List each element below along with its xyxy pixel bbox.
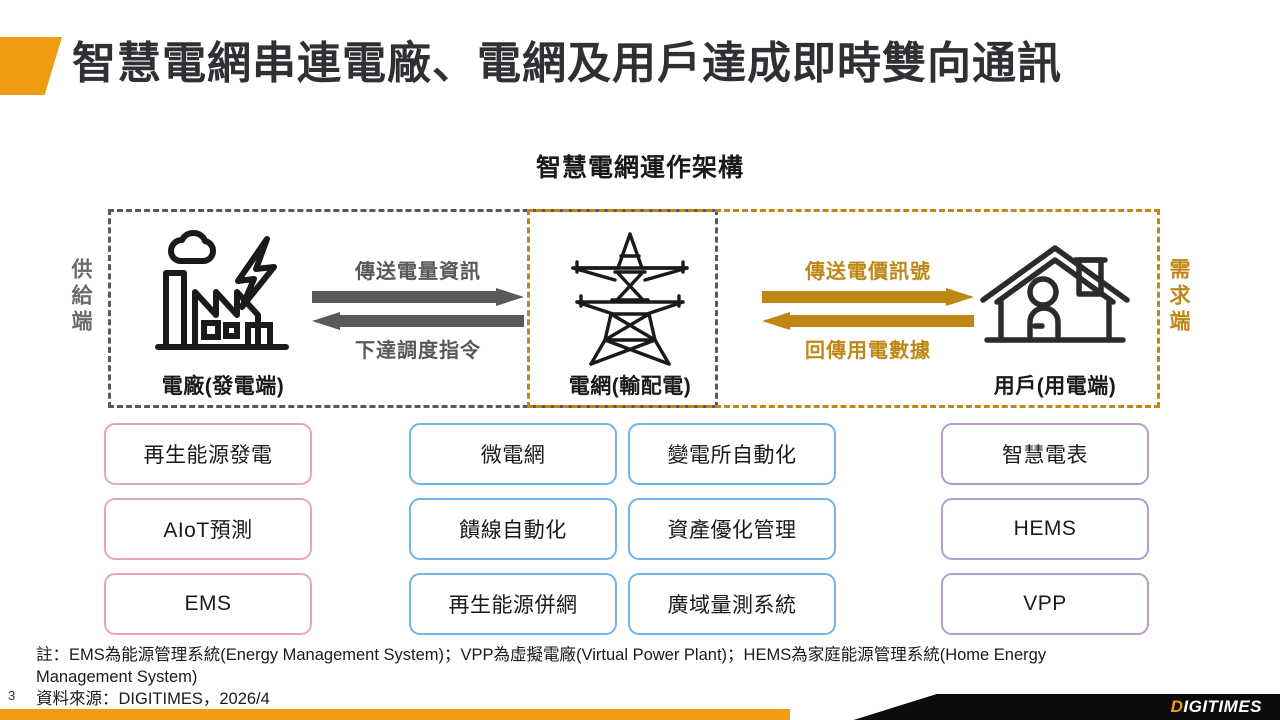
- supply-region-boundary: [108, 209, 718, 408]
- flow-grid-user: 傳送電價訊號 回傳用電數據: [762, 255, 974, 363]
- supply-side-label: 供給端: [69, 258, 92, 336]
- tag-box[interactable]: 再生能源併網: [409, 573, 617, 635]
- node-grid-tower-label: 電網(輸配電): [568, 375, 692, 398]
- footnote-line-2: Management System): [36, 667, 198, 686]
- page-title: 智慧電網串連電廠、電網及用戶達成即時雙向通訊: [72, 39, 1062, 88]
- node-house-label: 用戶(用電端): [993, 375, 1117, 398]
- node-grid-tower: 電網(輸配電): [545, 218, 715, 400]
- tag-box[interactable]: 微電網: [409, 423, 617, 485]
- tag-box[interactable]: VPP: [941, 573, 1149, 635]
- column-supply-tech: 再生能源發電 AIoT預測 EMS: [104, 423, 312, 648]
- tag-box[interactable]: EMS: [104, 573, 312, 635]
- flow-grid-user-forward-label: 傳送電價訊號: [805, 261, 931, 283]
- demand-region-boundary: [527, 209, 1160, 408]
- tag-box[interactable]: 饋線自動化: [409, 498, 617, 560]
- tag-box[interactable]: 變電所自動化: [628, 423, 836, 485]
- flow-plant-grid-forward-label: 傳送電量資訊: [355, 261, 481, 283]
- digitimes-logo-rest: IGITIMES: [1183, 697, 1262, 716]
- flow-plant-grid-reverse-label: 下達調度指令: [355, 340, 481, 362]
- node-power-plant: 電廠(發電端): [128, 218, 318, 400]
- flow-plant-grid: 傳送電量資訊 下達調度指令: [312, 255, 524, 363]
- footnote-line-1: 註：EMS為能源管理系統(Energy Management System)；V…: [36, 646, 1047, 664]
- title-accent-shape: [0, 37, 62, 95]
- tag-box[interactable]: 廣域量測系統: [628, 573, 836, 635]
- page-number: 3: [8, 688, 16, 703]
- column-demand-tech: 智慧電表 HEMS VPP: [941, 423, 1149, 648]
- digitimes-logo: DIGITIMES: [1171, 698, 1262, 716]
- column-grid-tech-a: 微電網 饋線自動化 再生能源併網: [409, 423, 617, 648]
- tag-box[interactable]: 再生能源發電: [104, 423, 312, 485]
- column-grid-tech-b: 變電所自動化 資產優化管理 廣域量測系統: [628, 423, 836, 648]
- house-icon: [975, 228, 1135, 368]
- footer-orange-bar: [0, 709, 790, 720]
- footnotes: 註：EMS為能源管理系統(Energy Management System)；V…: [36, 645, 1246, 711]
- tag-box[interactable]: HEMS: [941, 498, 1149, 560]
- arrow-right-gray-icon: [312, 288, 524, 306]
- arrow-left-gold-icon: [762, 312, 974, 330]
- tag-box[interactable]: 資產優化管理: [628, 498, 836, 560]
- digitimes-logo-d: D: [1170, 697, 1184, 716]
- slide-footer: DIGITIMES: [0, 694, 1280, 720]
- source-line: 資料來源：DIGITIMES，2026/4: [36, 689, 270, 708]
- node-house: 用戶(用電端): [960, 218, 1150, 400]
- footer-logo-block: [853, 694, 1280, 720]
- node-power-plant-label: 電廠(發電端): [161, 375, 285, 398]
- diagram-title: 智慧電網運作架構: [535, 154, 744, 182]
- factory-icon: [138, 228, 308, 368]
- arrow-left-gray-icon: [312, 312, 524, 330]
- demand-side-label: 需求端: [1167, 258, 1190, 336]
- transmission-tower-icon: [555, 228, 705, 368]
- flow-grid-user-reverse-label: 回傳用電數據: [805, 340, 931, 362]
- arrow-right-gold-icon: [762, 288, 974, 306]
- tag-box[interactable]: 智慧電表: [941, 423, 1149, 485]
- tag-box[interactable]: AIoT預測: [104, 498, 312, 560]
